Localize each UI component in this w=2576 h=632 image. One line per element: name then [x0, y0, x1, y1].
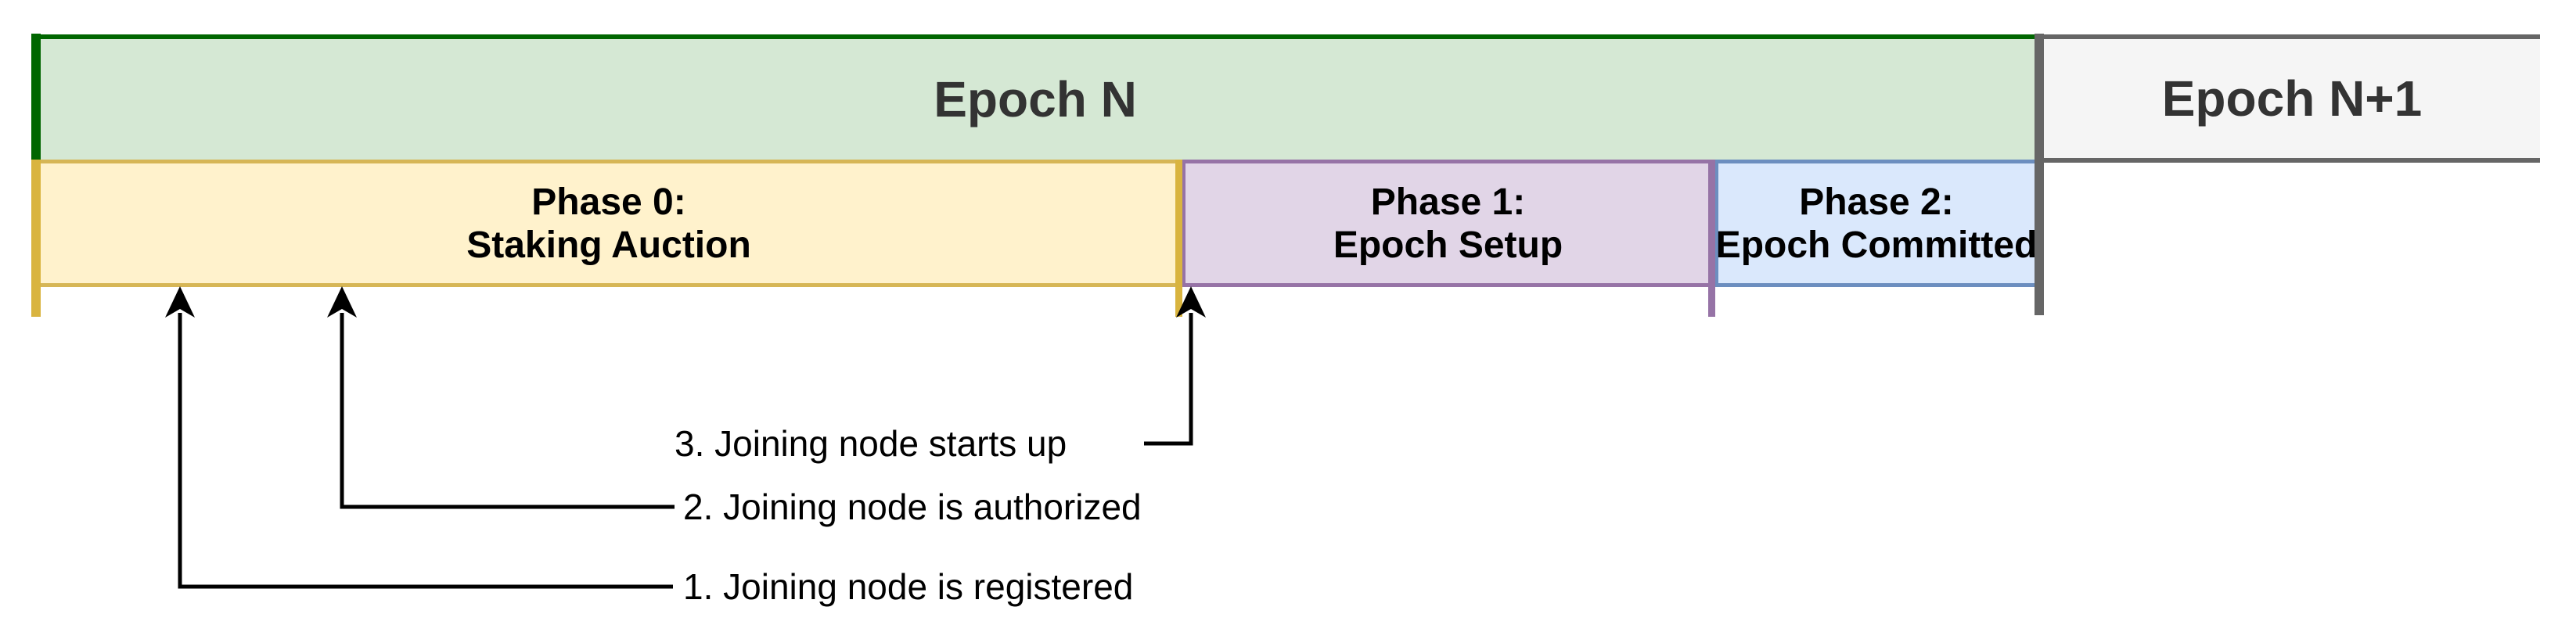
phase2-epoch-committed-box: Phase 2: Epoch Committed	[1714, 160, 2038, 287]
phase1-epoch-setup-box: Phase 1: Epoch Setup	[1182, 160, 1714, 287]
epoch-n-n1-boundary-line	[2035, 34, 2044, 315]
epoch-n-box: Epoch N	[36, 34, 2035, 160]
phase2-label-line1: Phase 2:	[1799, 181, 1954, 223]
phase1-label-line1: Phase 1:	[1370, 181, 1526, 223]
phase2-label: Phase 2: Epoch Committed	[1716, 181, 2038, 267]
phase0-label-line2: Staking Auction	[466, 224, 751, 266]
arrow-2-joining-node-authorized	[327, 286, 675, 509]
annotation-label-3: 3. Joining node starts up	[675, 423, 1067, 464]
phase0-start-marker-line	[31, 160, 41, 317]
arrow-1-joining-node-registered	[165, 286, 673, 589]
phase0-phase1-boundary-line	[1175, 160, 1182, 317]
epoch-n-label: Epoch N	[934, 71, 1137, 127]
annotation-label-1: 1. Joining node is registered	[683, 566, 1134, 607]
phase1-label-line2: Epoch Setup	[1333, 224, 1563, 266]
phase0-label-line1: Phase 0:	[531, 181, 686, 223]
epoch-n1-label: Epoch N+1	[2161, 70, 2423, 127]
epoch-n1-box: Epoch N+1	[2044, 34, 2540, 163]
phase2-label-line2: Epoch Committed	[1715, 224, 2038, 266]
phase0-label: Phase 0: Staking Auction	[466, 181, 751, 267]
phase0-staking-auction-box: Phase 0: Staking Auction	[36, 160, 1182, 287]
phase1-phase2-boundary-line	[1708, 160, 1715, 317]
phase1-label: Phase 1: Epoch Setup	[1333, 181, 1563, 267]
annotation-label-2: 2. Joining node is authorized	[683, 487, 1142, 527]
epoch-n-start-marker-line	[31, 34, 41, 160]
